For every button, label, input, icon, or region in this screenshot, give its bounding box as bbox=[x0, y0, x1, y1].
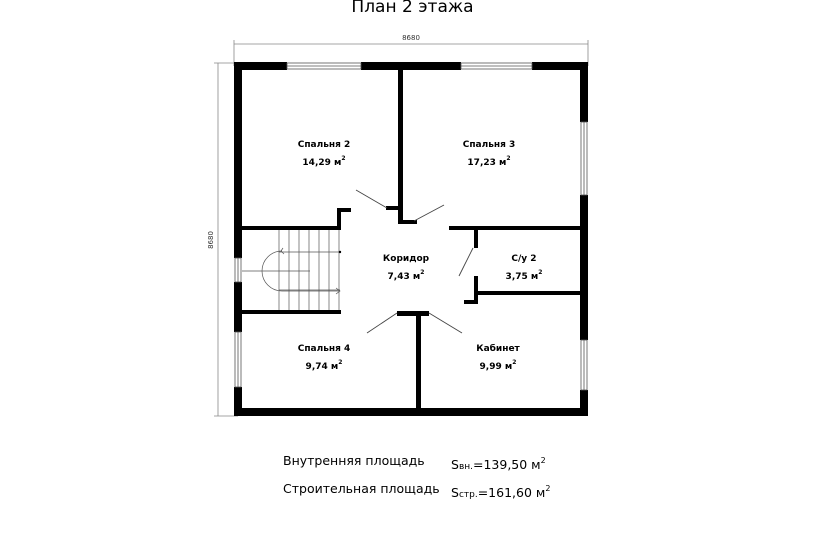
room-area: 9,74 м bbox=[305, 362, 339, 372]
room-name: Коридор bbox=[382, 254, 430, 264]
room-name: С/у 2 bbox=[511, 254, 537, 264]
height-dimension: 8680 bbox=[207, 231, 215, 249]
summary-row-construction: Строительная площадь Sстр.=161,60 м2 bbox=[283, 478, 550, 506]
area-summary: Внутренняя площадь Sвн.=139,50 м2 Строит… bbox=[283, 450, 550, 506]
dimension-lines bbox=[214, 40, 589, 417]
room-name: Спальня 2 bbox=[297, 140, 351, 150]
room-area: 14,29 м bbox=[302, 158, 342, 168]
room-office: Кабинет 9,99 м2 bbox=[476, 344, 520, 372]
room-bedroom-3: Спальня 3 17,23 м2 bbox=[462, 140, 516, 168]
summary-row-interior: Внутренняя площадь Sвн.=139,50 м2 bbox=[283, 450, 550, 478]
summary-value: Sвн.=139,50 м2 bbox=[451, 456, 546, 472]
room-area: 7,43 м bbox=[387, 272, 421, 282]
room-bathroom-2: С/у 2 3,75 м2 bbox=[505, 254, 543, 282]
room-bedroom-2: Спальня 2 14,29 м2 bbox=[297, 140, 351, 168]
room-corridor: Коридор 7,43 м2 bbox=[382, 254, 430, 282]
staircase bbox=[242, 230, 341, 310]
door-swings bbox=[355, 189, 474, 334]
room-bedroom-4: Спальня 4 9,74 м2 bbox=[297, 344, 351, 372]
summary-label: Строительная площадь bbox=[283, 481, 440, 496]
room-area: 9,99 м bbox=[479, 362, 513, 372]
windows bbox=[234, 62, 588, 391]
room-name: Спальня 4 bbox=[297, 344, 351, 354]
room-name: Кабинет bbox=[476, 344, 520, 354]
summary-label: Внутренняя площадь bbox=[283, 453, 425, 468]
interior-walls bbox=[240, 66, 584, 411]
summary-value: Sстр.=161,60 м2 bbox=[451, 484, 551, 500]
room-name: Спальня 3 bbox=[462, 140, 516, 150]
room-area: 17,23 м bbox=[467, 158, 507, 168]
plan-title: План 2 этажа bbox=[351, 0, 474, 17]
exterior-walls bbox=[234, 62, 588, 416]
width-dimension: 8680 bbox=[402, 34, 420, 42]
room-area: 3,75 м bbox=[505, 272, 539, 282]
